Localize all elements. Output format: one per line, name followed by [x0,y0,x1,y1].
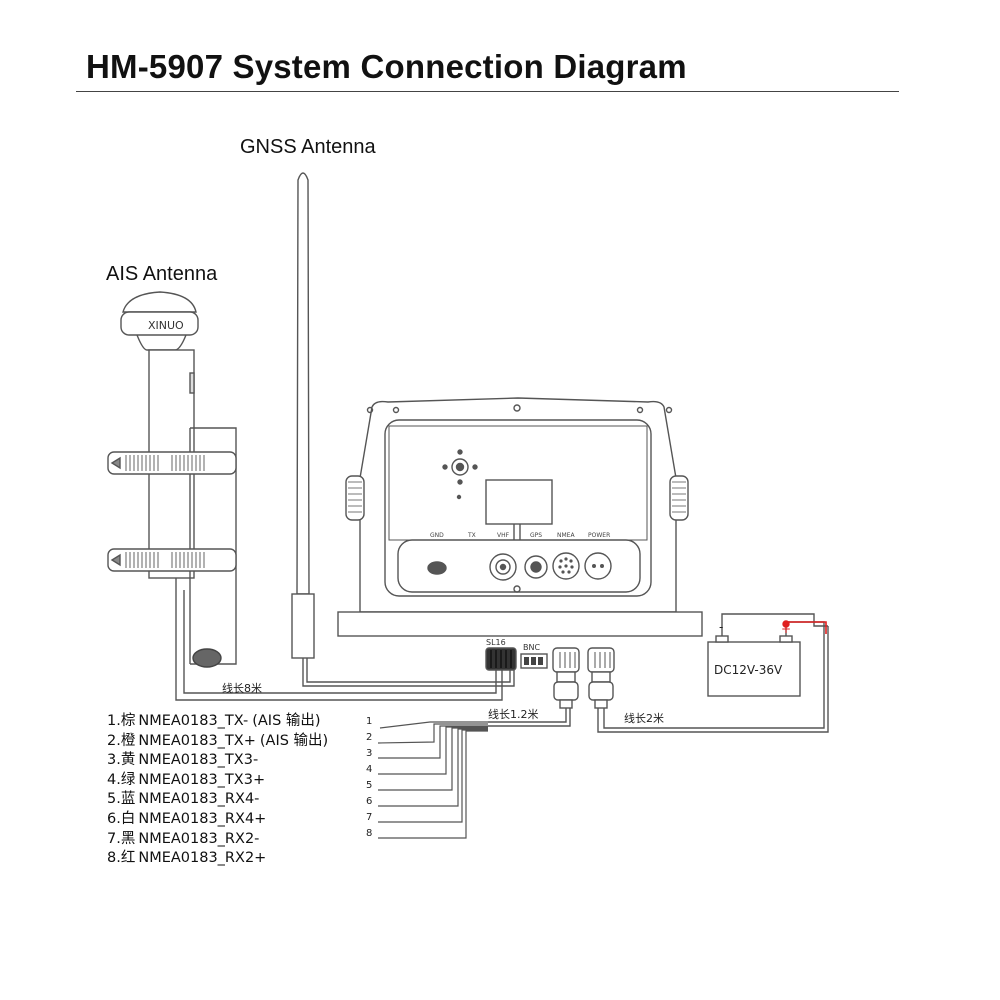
power-supply [707,635,801,697]
pin-number: 8 [366,828,372,839]
pin-number: 4 [366,764,372,775]
pin-number: 1 [366,716,372,727]
battery-minus-label: - [719,620,723,634]
bnc-connector: BNC [520,643,548,669]
main-unit [337,397,703,637]
ais-antenna: XINUO [107,291,237,668]
port-label-gnd: GND [430,532,444,539]
ais-brand-text: XINUO [148,319,184,332]
nmea-cable-connector [488,647,580,727]
ais-antenna-label: AIS Antenna [106,263,218,285]
sl16-connector: SL16 [485,638,517,671]
nmea-wire-fan [377,721,488,839]
cable-2m-label: 线长2米 [624,711,664,725]
port-label-vhf: VHF [497,532,510,539]
pin-number: 2 [366,732,372,743]
cable-1-2m-label: 线长1.2米 [488,707,539,721]
pin-number: 3 [366,748,372,759]
port-label-gps: GPS [530,532,542,539]
ais-cable [175,578,503,701]
gnss-antenna [291,172,515,687]
page-title: HM-5907 System Connection Diagram [86,48,687,85]
port-label-nmea: NMEA [557,532,575,539]
sl16-label: SL16 [486,638,506,647]
pin-number: 6 [366,796,372,807]
port-label-power: POWER [588,532,610,539]
cable-8m-label: 线长8米 [222,681,262,695]
bnc-label: BNC [523,643,540,652]
power-cable-connector [587,613,829,733]
title-rule [76,91,899,92]
pin-number: 7 [366,812,372,823]
battery-plus-label: + [781,622,791,636]
pin-number: 5 [366,780,372,791]
gnss-antenna-label: GNSS Antenna [240,136,376,158]
power-supply-label: DC12V-36V [714,663,783,677]
port-label-tx: TX [467,532,476,539]
